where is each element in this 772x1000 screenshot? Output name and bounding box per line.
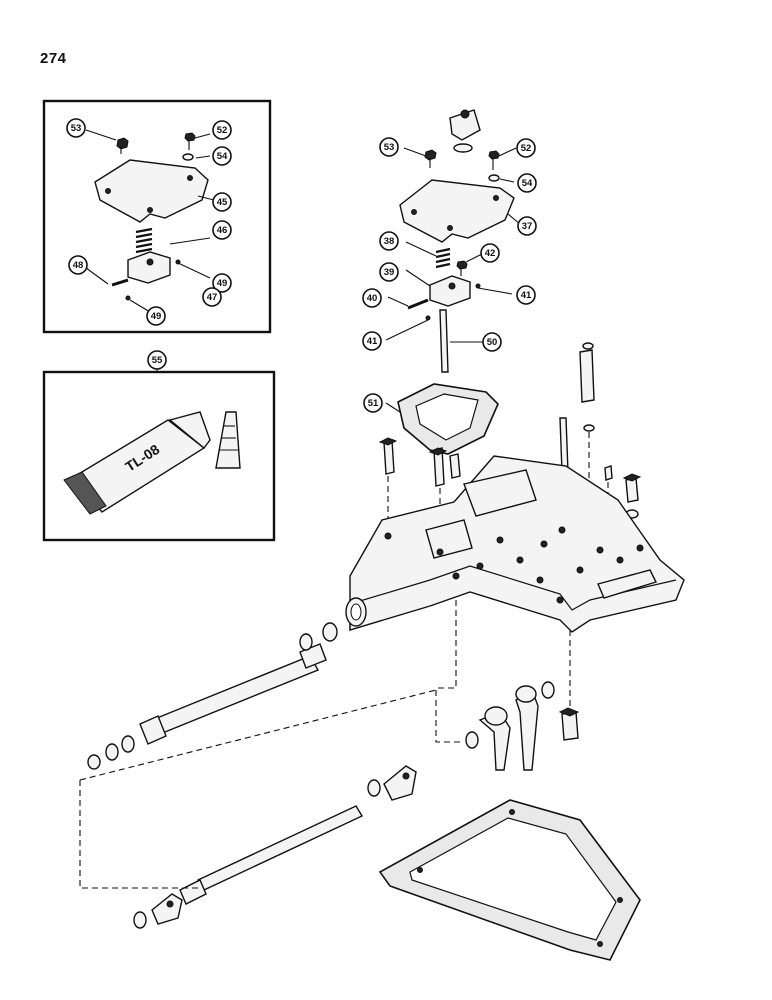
callout-number: 42 xyxy=(485,248,496,259)
callout-number: 37 xyxy=(522,221,533,232)
callout-41: 41 xyxy=(362,331,382,351)
page-number: 274 xyxy=(40,50,67,67)
callout-50: 50 xyxy=(482,332,502,352)
callout-54: 54 xyxy=(517,173,537,193)
callout-number: 40 xyxy=(367,293,378,304)
callout-number: 45 xyxy=(217,197,228,208)
callout-number: 52 xyxy=(521,143,532,154)
callout-39: 39 xyxy=(379,262,399,282)
callout-number: 50 xyxy=(487,337,498,348)
callout-54: 54 xyxy=(212,146,232,166)
callout-38: 38 xyxy=(379,231,399,251)
callout-bubbles: 53 52 54 45 46 49 48 47 49 53 52 54 37 38 42 39 41 40 41 50… xyxy=(66,118,537,413)
callout-number: 49 xyxy=(217,278,228,289)
callout-52: 52 xyxy=(516,138,536,158)
callout-40: 40 xyxy=(362,288,382,308)
callout-number: 52 xyxy=(217,125,228,136)
callout-41: 41 xyxy=(516,285,536,305)
callout-number: 38 xyxy=(384,236,395,247)
callout-53: 53 xyxy=(379,137,399,157)
callout-55: 55 xyxy=(147,350,167,370)
callout-number: 53 xyxy=(384,142,395,153)
callout-37: 37 xyxy=(517,216,537,236)
callout-number: 48 xyxy=(73,260,84,271)
callout-52: 52 xyxy=(212,120,232,140)
callout-53: 53 xyxy=(66,118,86,138)
callout-number: 46 xyxy=(217,225,228,236)
callout-number: 54 xyxy=(217,151,228,162)
callout-number: 53 xyxy=(71,123,82,134)
bottom-gasket xyxy=(378,799,641,961)
callout-number: 39 xyxy=(384,267,395,278)
shaft-linkage-assembly xyxy=(79,600,580,929)
callout-48: 48 xyxy=(68,255,88,275)
callout-45: 45 xyxy=(212,192,232,212)
inset-sealant-frame: TL-08 xyxy=(42,368,276,542)
callout-number: 41 xyxy=(521,290,532,301)
callout-number: 47 xyxy=(207,292,218,303)
callout-46: 46 xyxy=(212,220,232,240)
callout-47: 47 xyxy=(202,287,222,307)
callout-number: 54 xyxy=(522,178,533,189)
housing-holes xyxy=(384,526,644,604)
callout-number: 51 xyxy=(368,398,379,409)
callout-number: 49 xyxy=(151,311,162,322)
callout-49: 49 xyxy=(212,273,232,293)
callout-51: 51 xyxy=(363,393,383,413)
callout-42: 42 xyxy=(480,243,500,263)
callout-49: 49 xyxy=(146,306,166,326)
spring-46 xyxy=(135,227,153,254)
inset-detail-frame xyxy=(42,99,272,334)
valve-housing xyxy=(345,342,685,633)
valve-assembly-upper xyxy=(385,109,521,455)
callout-number: 41 xyxy=(367,336,378,347)
callout-number: 55 xyxy=(152,355,163,366)
